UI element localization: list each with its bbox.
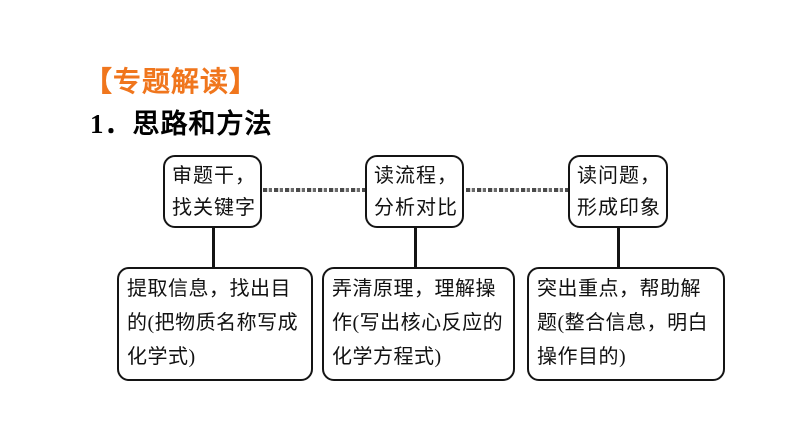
flow-step-line: 找关键字 [172, 196, 256, 219]
flow-detail-box-1: 提取信息，找出目 的(把物质名称写成 化学式) [117, 267, 313, 381]
flow-step-line: 读流程， [374, 164, 458, 187]
flow-detail-line: 操作目的) [537, 346, 627, 368]
flow-step-line: 形成印象 [577, 196, 661, 219]
vertical-connector-1 [212, 228, 215, 267]
flow-detail-line: 突出重点，帮助解 [537, 278, 701, 300]
dashed-connector-1 [263, 188, 365, 192]
vertical-connector-3 [617, 228, 620, 267]
flow-detail-line: 题(整合信息，明白 [537, 312, 709, 334]
flow-detail-line: 化学方程式) [332, 346, 442, 368]
flow-detail-line: 弄清原理，理解操 [332, 278, 496, 300]
vertical-connector-2 [414, 228, 417, 267]
flow-detail-line: 化学式) [127, 346, 196, 368]
section-title: 【专题解读】 [84, 66, 259, 97]
numbered-heading: 1．思路和方法 [90, 109, 273, 139]
flow-step-line: 读问题， [577, 164, 661, 187]
flow-detail-line: 的(把物质名称写成 [127, 312, 299, 334]
flow-step-box-1: 审题干， 找关键字 [163, 155, 262, 228]
flow-detail-box-3: 突出重点，帮助解 题(整合信息，明白 操作目的) [527, 267, 725, 381]
flow-step-box-2: 读流程， 分析对比 [365, 155, 464, 228]
flow-step-line: 分析对比 [374, 196, 458, 219]
flow-step-box-3: 读问题， 形成印象 [568, 155, 668, 228]
flow-detail-box-2: 弄清原理，理解操 作(写出核心反应的 化学方程式) [322, 267, 515, 381]
flow-detail-line: 作(写出核心反应的 [332, 312, 504, 334]
flow-detail-line: 提取信息，找出目 [127, 278, 291, 300]
dashed-connector-2 [466, 188, 568, 192]
flow-step-line: 审题干， [172, 164, 256, 187]
